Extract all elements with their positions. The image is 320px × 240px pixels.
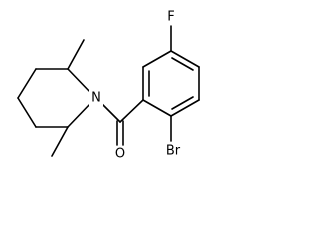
nitrogen-label-bg (89, 90, 103, 106)
bond-c2-methyl (67, 39, 85, 70)
bromine-label: Br (166, 144, 181, 159)
fluorine-label: F (167, 10, 174, 25)
bond-c3-c4 (17, 68, 37, 99)
bond-c4-c5 (17, 97, 37, 128)
oxygen-label: O (115, 147, 125, 162)
atom-labels: N F O Br (89, 10, 181, 162)
bond-n-c2 (67, 68, 93, 95)
bond-c6-n (67, 101, 93, 128)
bond-ar3-ar4-inner (171, 57, 194, 71)
benzene-ring (142, 50, 200, 117)
molecule-structure: N F O Br (17, 10, 200, 162)
bond-c6-methyl (51, 126, 69, 157)
amide-linkage (99, 99, 144, 146)
bond-ar6-ar1 (142, 99, 172, 117)
bond-n-carbonyl (99, 101, 121, 123)
bond-carbonyl-ring (119, 99, 144, 123)
nitrogen-label: N (91, 91, 101, 106)
methyl-groups (51, 39, 85, 157)
bond-ar5-ar6-inner (171, 96, 194, 110)
bond-ar3-ar4 (170, 50, 200, 68)
piperidine-ring (17, 68, 93, 128)
bond-ar5-ar6 (170, 99, 200, 117)
bond-ar2-ar3 (142, 50, 172, 68)
structure-canvas: N F O Br (0, 0, 214, 177)
